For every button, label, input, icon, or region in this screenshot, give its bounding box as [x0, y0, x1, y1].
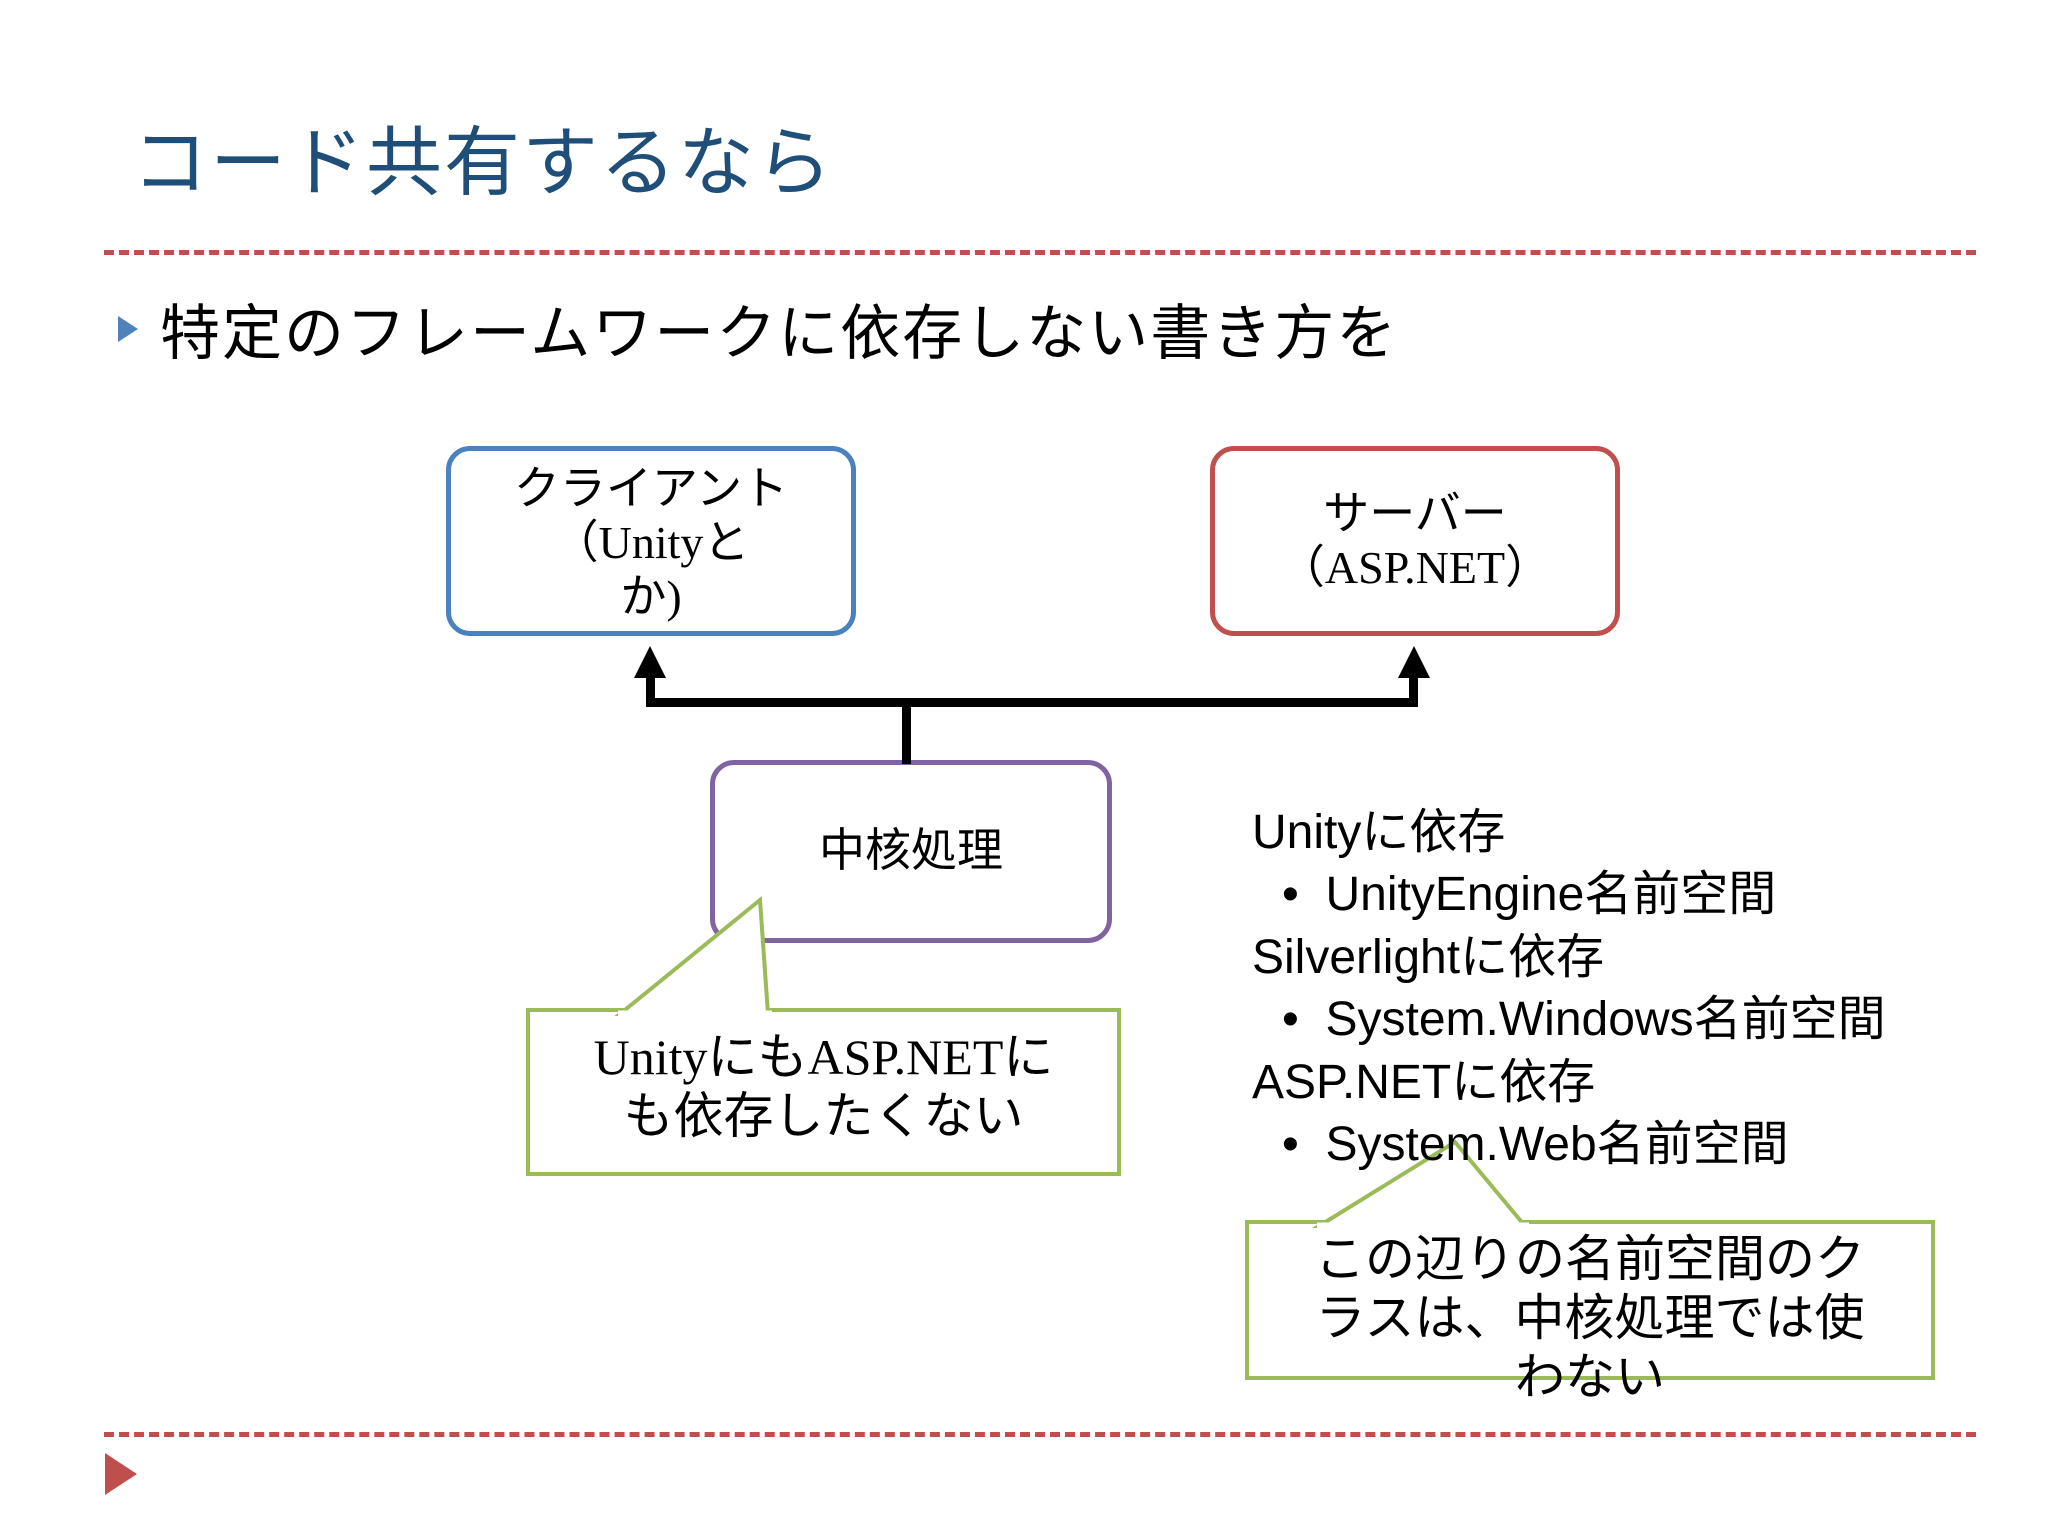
callout-core-independence: UnityにもASP.NETに も依存したくない: [526, 896, 1121, 1176]
callout-right-line-2: ラスは、中核処理では使: [1315, 1290, 1865, 1346]
callout-left-line-1: UnityにもASP.NETに: [593, 1029, 1054, 1085]
dependency-list-item: ASP.NETに依存: [1252, 1052, 1886, 1114]
arrowhead-to-client-icon: [634, 646, 666, 678]
bullet-dot-icon: •: [1282, 1117, 1326, 1171]
title-divider-rule: [104, 250, 1976, 255]
connector-riser-right: [1409, 668, 1418, 706]
footer-divider-rule: [104, 1432, 1976, 1437]
dependency-list-item-label: Silverlightに依存: [1252, 930, 1605, 984]
diagram-node-server: サーバー （ASP.NET）: [1210, 446, 1620, 636]
callout-left-line-2: も依存したくない: [623, 1088, 1024, 1144]
client-line-2: （Unityと: [552, 516, 750, 568]
client-line-1: クライアント: [513, 462, 789, 514]
dependency-list-item-label: UnityEngine名前空間: [1325, 868, 1777, 922]
triangle-bullet-icon: [118, 315, 138, 342]
dependency-list-item-label: ASP.NETに依存: [1252, 1055, 1596, 1109]
dependency-list-item: Silverlightに依存: [1252, 927, 1886, 989]
dependency-list-item: • System.Windows名前空間: [1252, 989, 1886, 1051]
connector-stem-to-core: [902, 702, 911, 764]
callout-right-line-1: この辺りの名前空間のク: [1315, 1231, 1865, 1287]
bullet-dot-icon: •: [1282, 868, 1326, 922]
server-line-1: サーバー: [1323, 487, 1507, 539]
connector-horizontal-bar: [646, 698, 1418, 707]
callout-namespace-note: この辺りの名前空間のク ラスは、中核処理では使 わない: [1245, 1139, 1935, 1405]
arrowhead-to-server-icon: [1398, 646, 1430, 678]
callout-right-line-3: わない: [1515, 1349, 1665, 1405]
dependency-list-item: • System.Web名前空間: [1252, 1114, 1886, 1176]
bullet-dot-icon: •: [1282, 993, 1326, 1047]
connector-riser-left: [646, 668, 655, 706]
server-node-text: サーバー （ASP.NET）: [1279, 487, 1551, 596]
footer-triangle-marker-icon: [105, 1453, 137, 1495]
dependency-list-item: Unityに依存: [1252, 802, 1886, 864]
diagram-node-client: クライアント （Unityと か): [446, 446, 856, 636]
dependency-list-item-label: System.Web名前空間: [1325, 1117, 1789, 1171]
dependency-list-item-label: System.Windows名前空間: [1325, 993, 1886, 1047]
page-title: コード共有するなら: [132, 122, 834, 206]
client-line-3: か): [620, 571, 682, 623]
main-bullet-row: 特定のフレームワークに依存しない書き方を: [118, 285, 1398, 372]
main-bullet-text: 特定のフレームワークに依存しない書き方を: [160, 301, 1399, 367]
dependency-list-item-label: Unityに依存: [1252, 806, 1506, 859]
core-node-label: 中核処理: [819, 825, 1003, 877]
dependency-list-item: • UnityEngine名前空間: [1252, 864, 1886, 926]
diagram-node-core: 中核処理: [710, 760, 1112, 943]
server-line-2: （ASP.NET）: [1278, 542, 1552, 593]
client-node-text: クライアント （Unityと か): [514, 462, 788, 625]
